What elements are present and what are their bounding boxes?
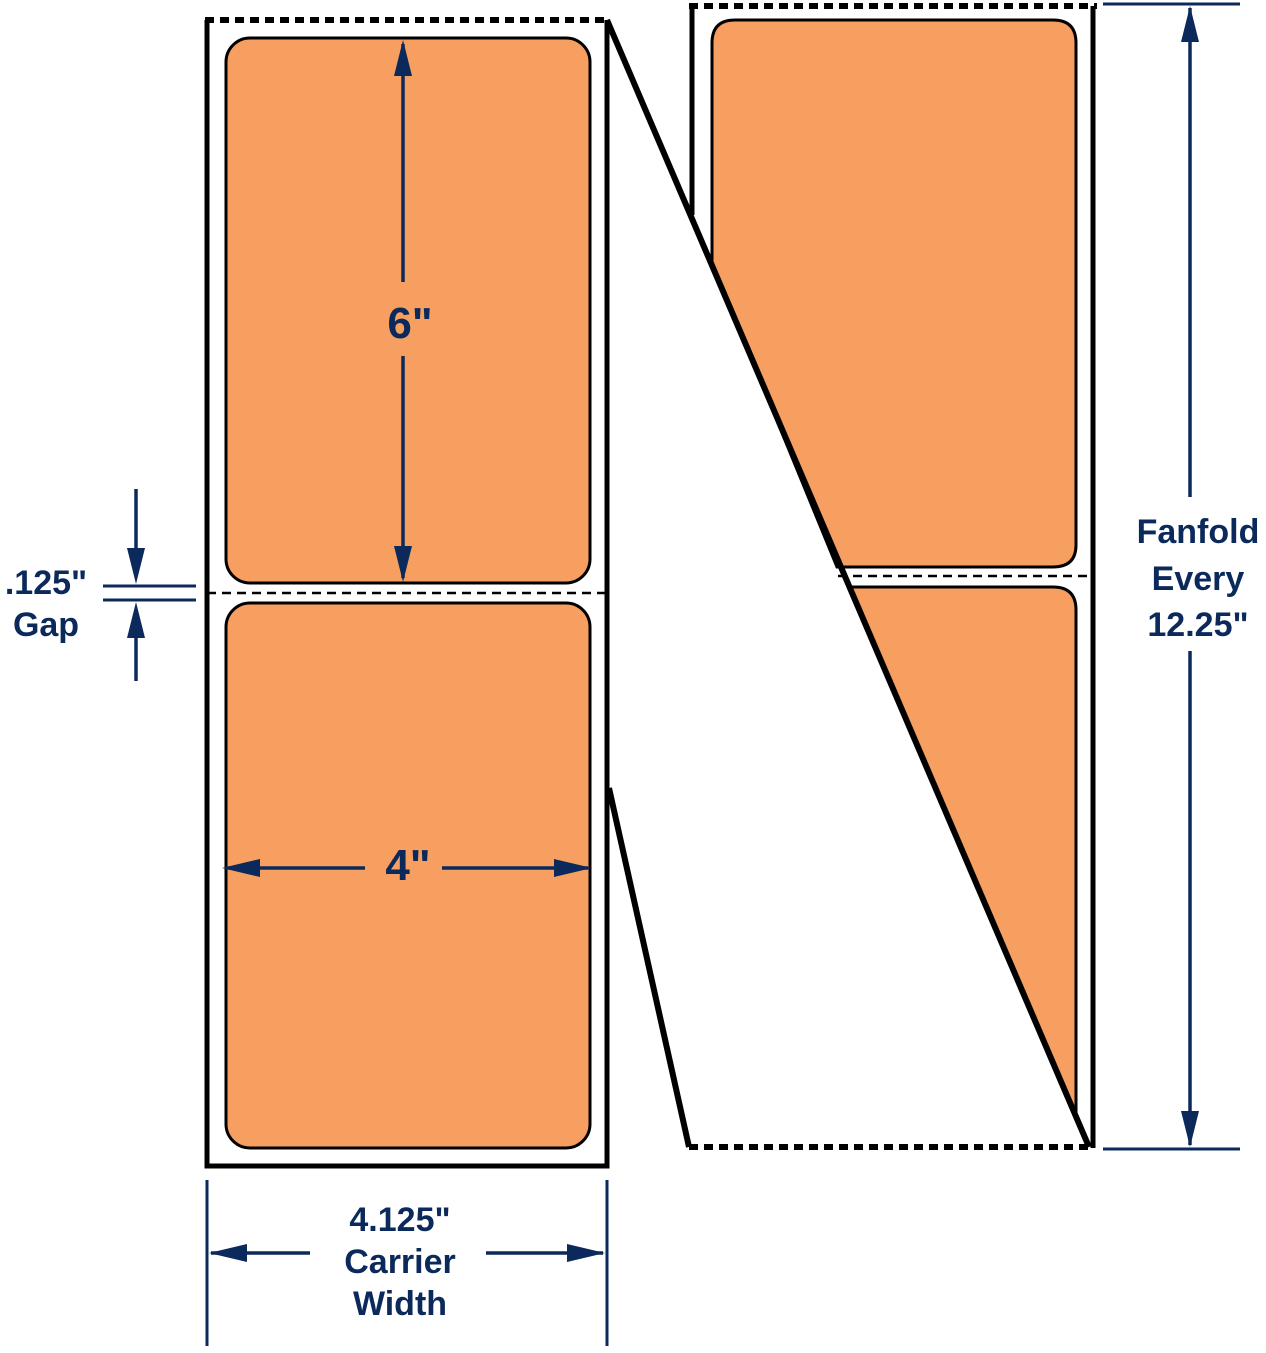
carrier-value-text: 4.125" <box>349 1201 450 1239</box>
carrier-line1-text: Carrier <box>344 1243 456 1281</box>
label-top <box>224 36 592 585</box>
fanfold-dimension: Fanfold Every 12.25" <box>1103 2 1260 1151</box>
label-height-text: 6" <box>387 299 432 348</box>
gap-value-text: .125" <box>5 564 87 602</box>
label-height-dimension: 6" <box>387 40 433 582</box>
fanfold-value-text: 12.25" <box>1147 606 1248 644</box>
arrow-down-icon <box>1181 1111 1199 1147</box>
arrow-right-icon <box>567 1244 605 1262</box>
arrow-right-icon <box>554 859 592 877</box>
arrow-down-icon <box>127 548 145 584</box>
label-width-text: 4" <box>385 841 430 890</box>
carrier-line2-text: Width <box>353 1285 447 1323</box>
folded-label-top <box>710 18 1078 569</box>
label-bottom <box>224 601 592 1150</box>
left-carrier-panel <box>204 17 610 1169</box>
arrow-up-icon <box>127 602 145 638</box>
fold-line-lower <box>606 787 692 1148</box>
arrow-left-icon <box>209 1244 247 1262</box>
gap-label-text: Gap <box>13 606 79 644</box>
arrow-down-icon <box>394 546 412 582</box>
arrow-up-icon <box>394 40 412 76</box>
arrow-left-icon <box>222 859 260 877</box>
fanfold-line2-text: Every <box>1152 560 1245 598</box>
carrier-width-dimension: 4.125" Carrier Width <box>205 1180 609 1346</box>
fold-line-upper <box>604 18 1092 1149</box>
arrow-up-icon <box>1181 6 1199 42</box>
fold-lines <box>604 18 1092 1149</box>
gap-dimension: .125" Gap <box>5 489 196 681</box>
fanfold-line1-text: Fanfold <box>1137 513 1260 551</box>
right-folded-panel <box>689 3 1097 1150</box>
dimensions: 6" 4" .125" Gap <box>5 2 1260 1346</box>
label-width-dimension: 4" <box>222 841 592 890</box>
